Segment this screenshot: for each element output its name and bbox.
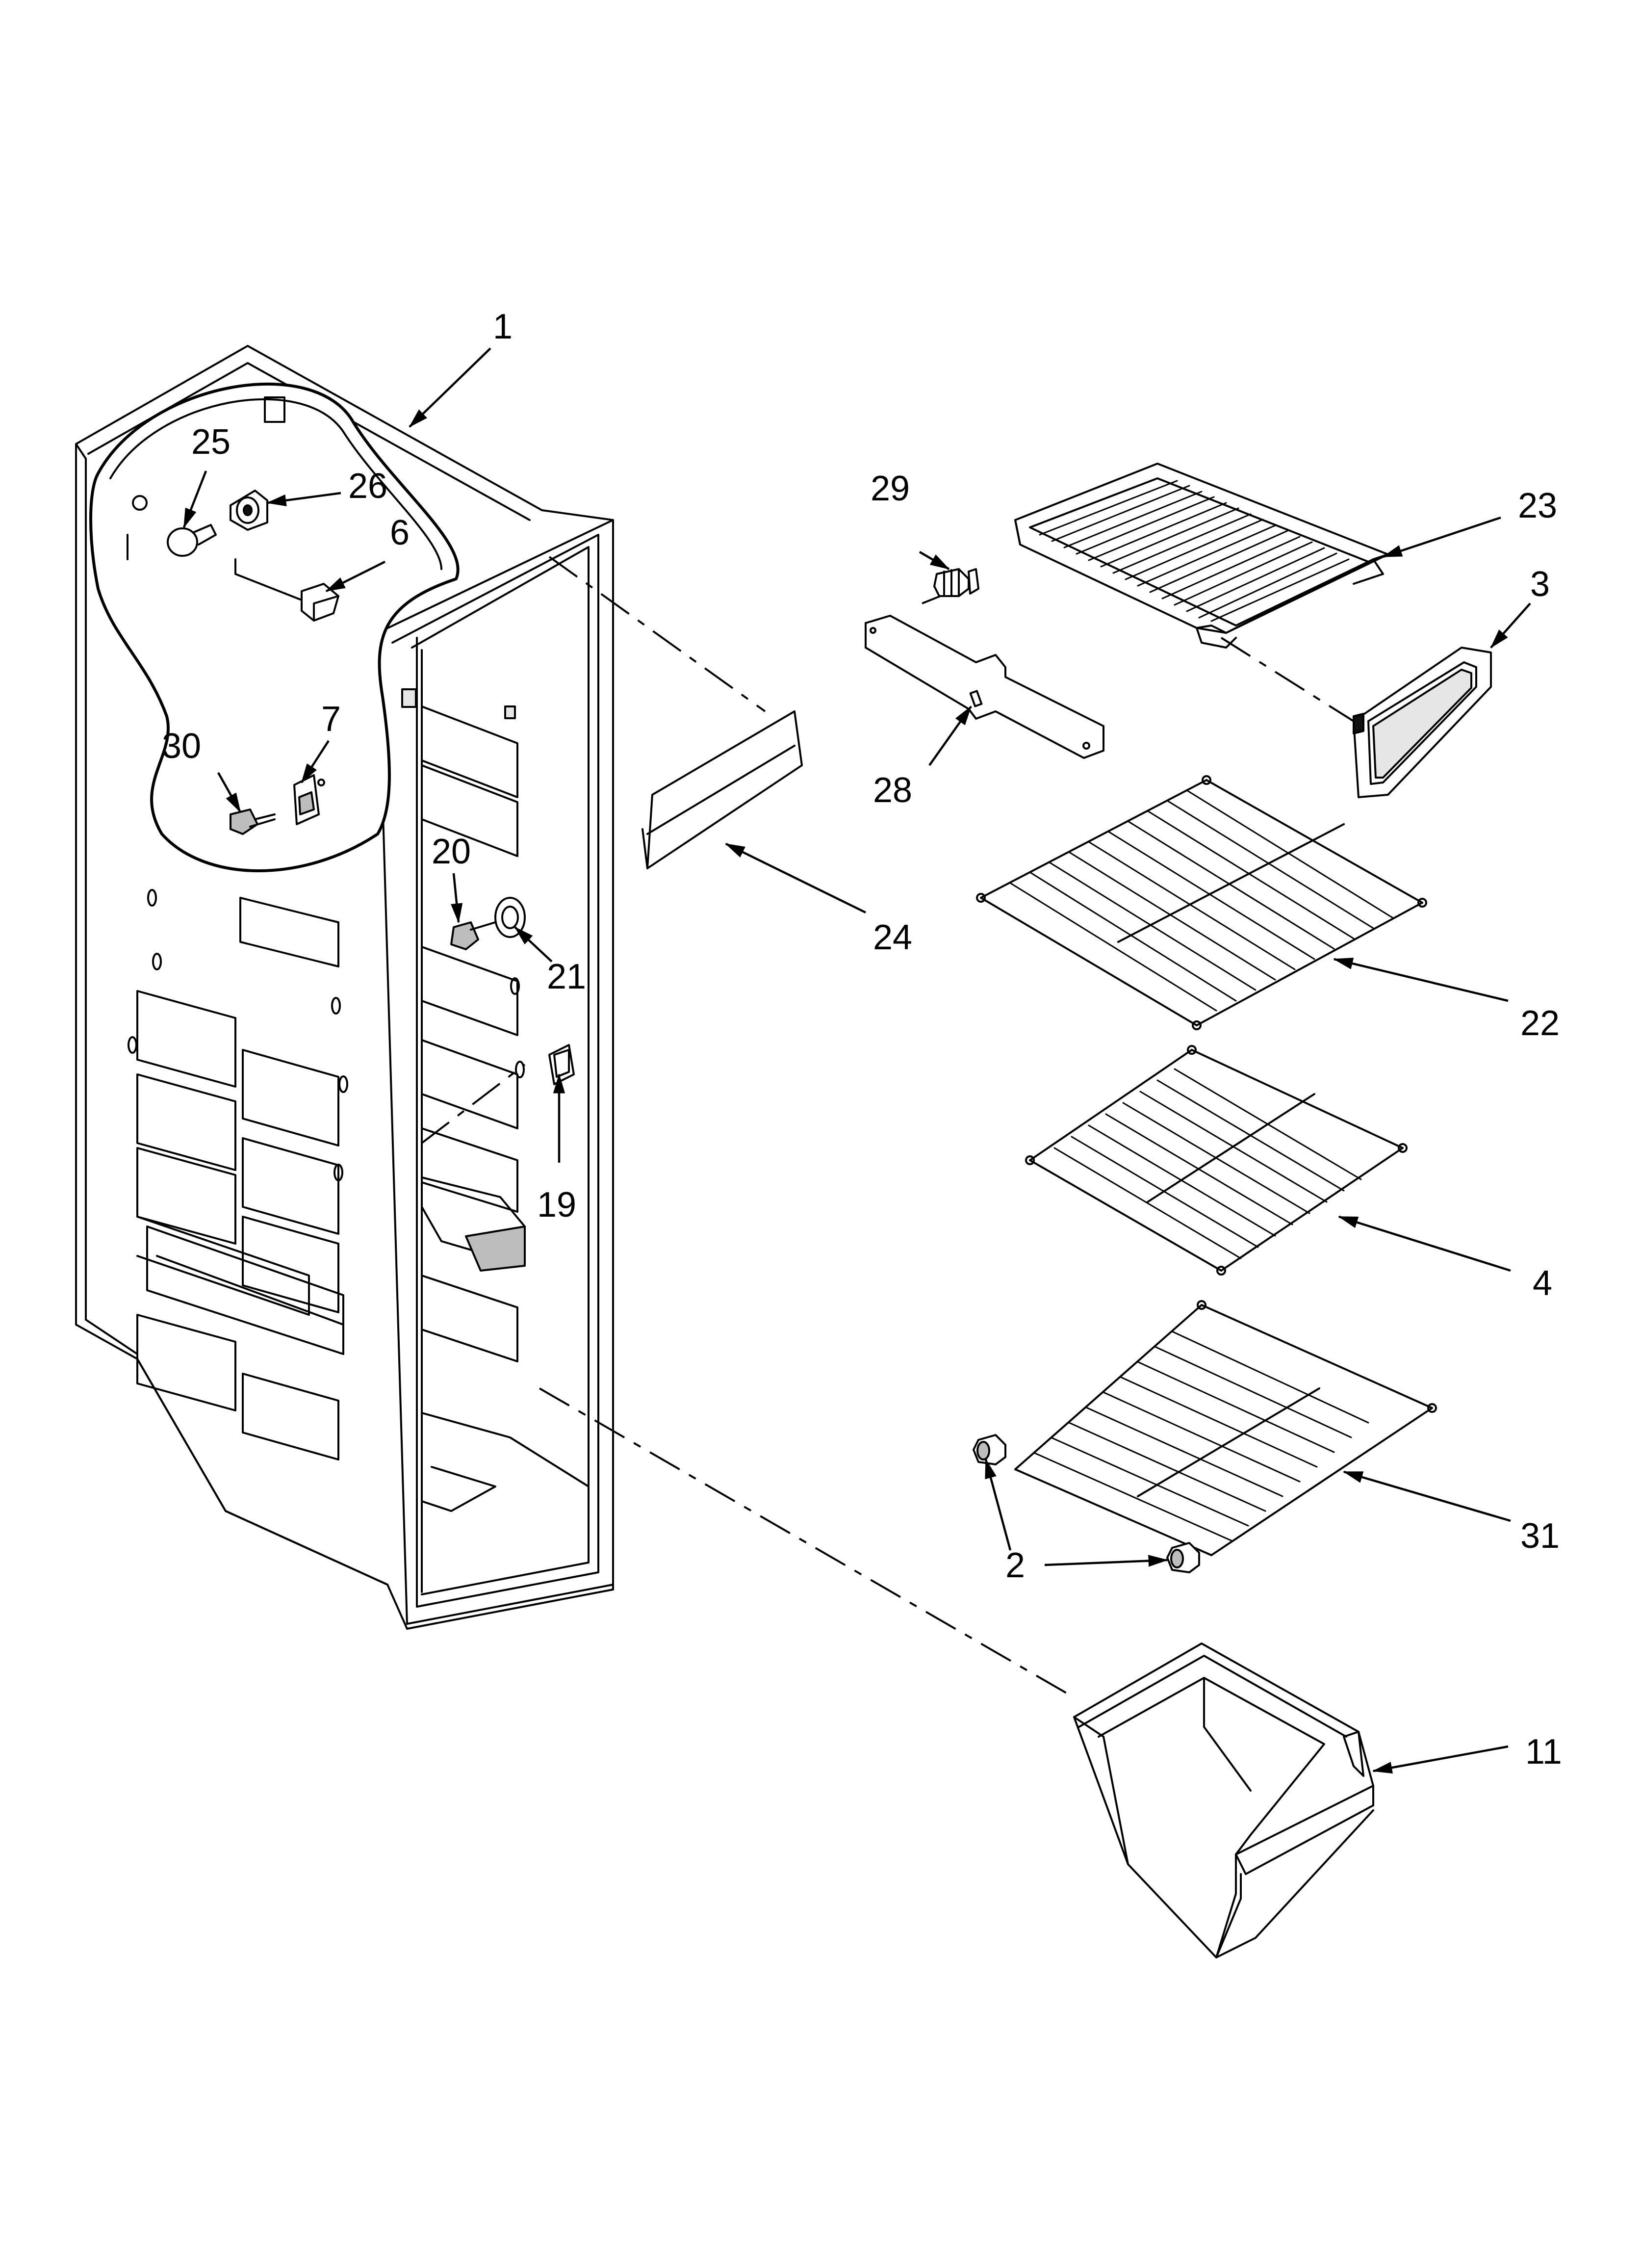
liner-slots-right	[421, 705, 526, 1362]
callout-28: 28	[873, 771, 912, 810]
shelf-front-trim	[1353, 647, 1492, 798]
freezer-bin	[1073, 1642, 1374, 1958]
light-switch	[234, 558, 339, 622]
callout-2: 2	[1005, 1546, 1025, 1585]
assembly-line-19	[421, 1064, 526, 1144]
shelf-stud-right	[1166, 1542, 1200, 1573]
callout-20: 20	[432, 832, 471, 871]
callout-1: 1	[493, 307, 513, 346]
light-socket	[230, 490, 268, 531]
shelf-frame-wires	[1039, 480, 1350, 622]
callout-21: 21	[547, 957, 586, 996]
freezer-liner	[75, 345, 614, 1630]
callout-3: 3	[1530, 565, 1550, 604]
shelf-bracket	[865, 615, 1104, 759]
assembly-line-24	[548, 556, 766, 712]
leader-lines	[182, 347, 1531, 1774]
screw-30	[230, 808, 276, 835]
callout-30: 30	[162, 727, 201, 766]
callout-labels: 1 25 26 6 7 30 20 21 19 24 29 28 23 3 22…	[162, 307, 1562, 1772]
shelf-31-wires	[1034, 1330, 1369, 1541]
wire-shelf-frame	[1014, 463, 1389, 649]
callout-19: 19	[537, 1185, 576, 1225]
callout-24: 24	[873, 918, 912, 957]
callout-4: 4	[1533, 1264, 1552, 1303]
liner-holes	[128, 889, 525, 1181]
shelf-4-wires	[1053, 1068, 1362, 1259]
callout-6: 6	[390, 513, 410, 552]
callout-31: 31	[1520, 1516, 1560, 1556]
wire-shelf-31	[1014, 1300, 1437, 1556]
light-bulb	[167, 524, 217, 557]
wire-shelf-4	[1025, 1045, 1408, 1276]
thermostat	[293, 774, 325, 825]
air-diffuser	[641, 710, 803, 869]
assembly-line-3	[1220, 637, 1355, 722]
screw-29	[933, 568, 979, 597]
callout-23: 23	[1518, 486, 1557, 525]
callout-11: 11	[1525, 1732, 1562, 1772]
callout-22: 22	[1520, 1004, 1560, 1043]
shelf-22-wires	[1009, 789, 1394, 1012]
callout-7: 7	[321, 700, 341, 739]
callout-29: 29	[871, 469, 910, 508]
shelf-stud-left	[973, 1434, 1006, 1465]
liner-slots-back	[136, 897, 344, 1460]
wire-shelf-22	[976, 775, 1427, 1030]
callout-26: 26	[348, 467, 387, 506]
callout-25: 25	[191, 422, 231, 462]
assembly-line-11	[539, 1387, 1075, 1698]
